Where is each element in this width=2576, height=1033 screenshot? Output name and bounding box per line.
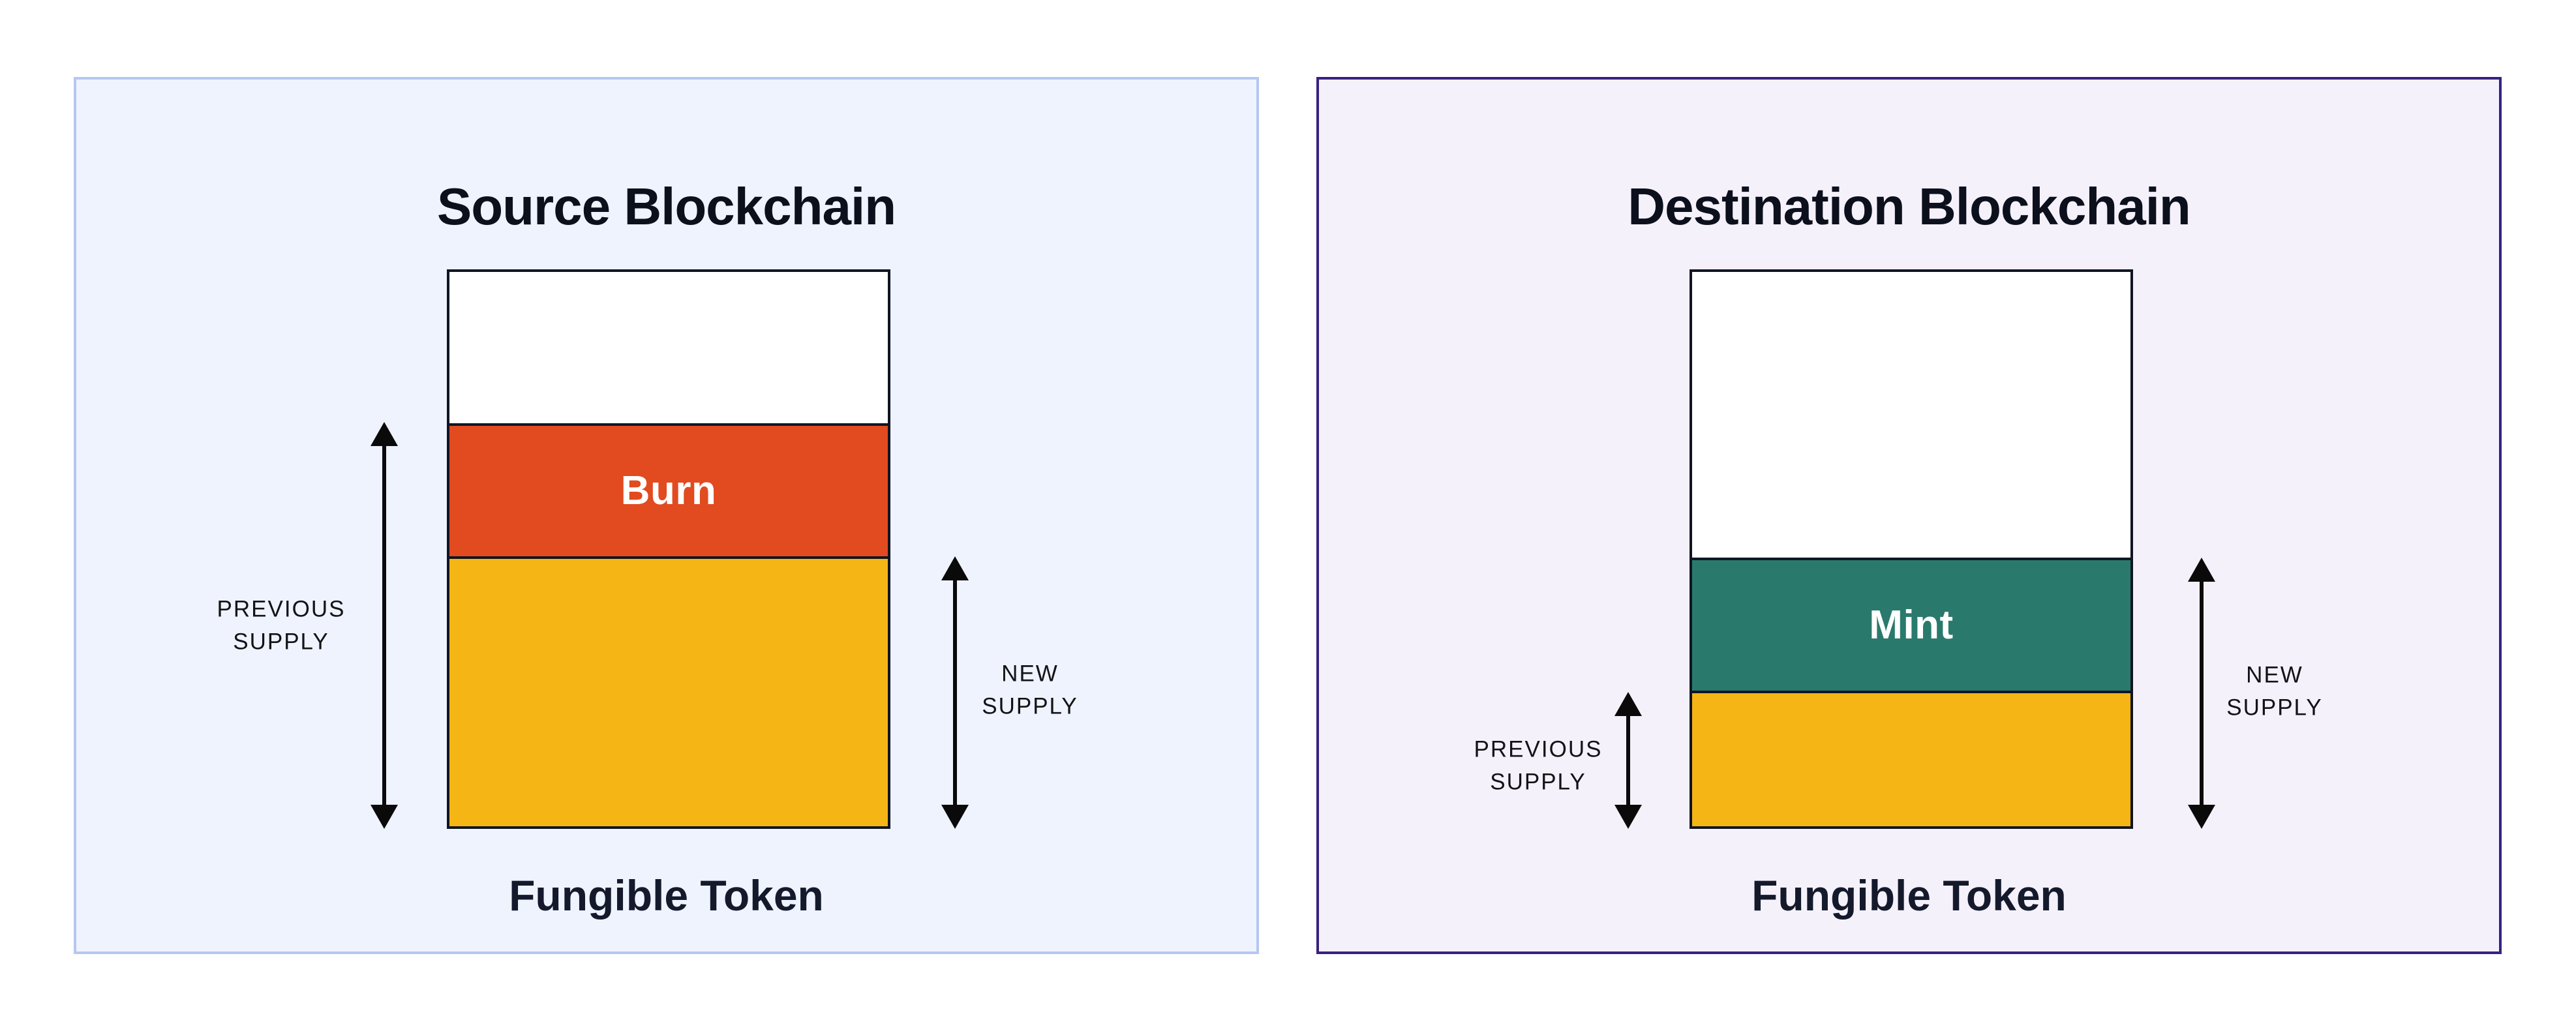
panel-title: Source Blockchain xyxy=(436,177,896,235)
new-supply-label: NEW SUPPLY xyxy=(982,657,1078,722)
previous-supply-label-line1: PREVIOUS xyxy=(1474,736,1603,762)
new-supply-label-line2: SUPPLY xyxy=(982,693,1078,719)
source-blockchain-panel: Source Blockchain Burn PREVIOUS SUPPLY N… xyxy=(74,77,1259,954)
new-supply-label-line1: NEW xyxy=(1001,661,1059,687)
new-supply-label-line2: SUPPLY xyxy=(2226,695,2323,720)
burn-segment: Burn xyxy=(449,423,888,557)
mint-segment-label: Mint xyxy=(1869,602,1954,648)
headroom-segment xyxy=(449,272,888,424)
token-supply-bar: Mint xyxy=(1690,269,2133,829)
token-caption: Fungible Token xyxy=(509,871,824,920)
remaining-supply-segment xyxy=(449,556,888,826)
previous-supply-arrow xyxy=(370,422,399,829)
token-caption: Fungible Token xyxy=(1751,871,2067,920)
panel-title: Destination Blockchain xyxy=(1628,177,2191,235)
destination-blockchain-panel: Destination Blockchain Mint PREVIOUS SUP… xyxy=(1316,77,2502,954)
previous-supply-label-line1: PREVIOUS xyxy=(217,596,346,622)
arrow-shaft xyxy=(953,576,957,809)
new-supply-label-line1: NEW xyxy=(2246,662,2303,688)
previous-supply-label-line2: SUPPLY xyxy=(233,629,329,654)
arrow-shaft xyxy=(1626,711,1630,809)
previous-supply-segment xyxy=(1692,690,2130,826)
new-supply-label: NEW SUPPLY xyxy=(2226,659,2323,723)
arrow-shaft xyxy=(382,442,386,809)
mint-segment: Mint xyxy=(1692,557,2130,691)
token-supply-bar: Burn xyxy=(447,269,890,829)
arrow-shaft xyxy=(2200,577,2204,809)
previous-supply-arrow xyxy=(1614,692,1643,829)
new-supply-arrow xyxy=(2187,558,2216,829)
previous-supply-label: PREVIOUS SUPPLY xyxy=(1474,733,1603,798)
burn-segment-label: Burn xyxy=(620,468,717,514)
previous-supply-label: PREVIOUS SUPPLY xyxy=(217,593,346,657)
new-supply-arrow xyxy=(941,556,969,829)
headroom-segment xyxy=(1692,272,2130,558)
previous-supply-label-line2: SUPPLY xyxy=(1490,769,1586,794)
